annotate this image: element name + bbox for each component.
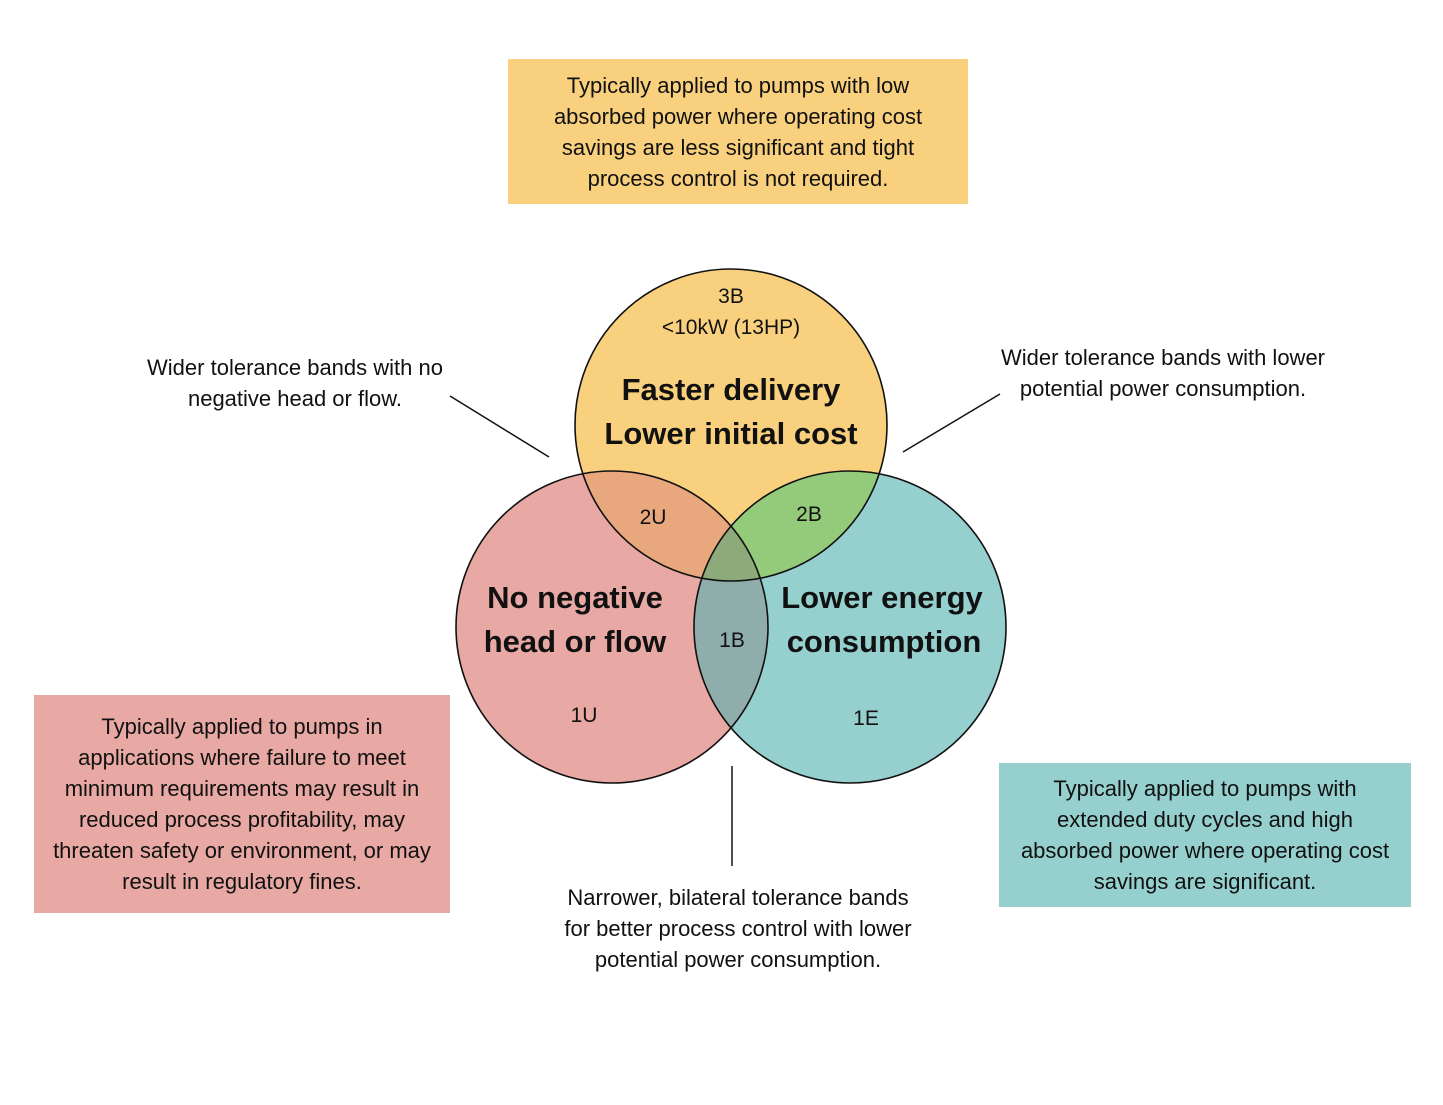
description-box-right-text: Typically applied to pumps with extended…: [1020, 776, 1390, 894]
connector-left: [449, 395, 550, 458]
description-box-left-text: Typically applied to pumps in applicatio…: [53, 714, 431, 894]
overlap-top-right-code: 2B: [796, 503, 822, 526]
overlap-center-code: 1B: [719, 629, 745, 652]
circle-top-sub: <10kW (13HP): [662, 316, 800, 339]
circle-right-outline: [693, 470, 1007, 784]
circle-top-code: 3B: [718, 285, 744, 308]
circle-left-outline: [455, 470, 769, 784]
overlap-top-right: [694, 471, 887, 581]
overlap-top-left-code: 2U: [640, 506, 667, 529]
circle-right-code: 1E: [853, 707, 879, 730]
description-box-top-text: Typically applied to pumps with low abso…: [553, 72, 923, 191]
overlap-top-left: [575, 471, 768, 581]
description-box-left: Typically applied to pumps in applicatio…: [34, 695, 450, 913]
note-left: Wider tolerance bands with no negative h…: [147, 355, 443, 411]
circle-top-outline: [574, 268, 888, 582]
circle-left-title-2: head or flow: [484, 624, 667, 659]
connector-right: [902, 393, 1001, 453]
circle-left-code: 1U: [571, 704, 598, 727]
circle-left-title-1: No negative: [487, 580, 663, 615]
circle-right-title-1: Lower energy: [781, 580, 983, 615]
description-box-right: Typically applied to pumps with extended…: [999, 763, 1411, 907]
description-box-top: Typically applied to pumps with low abso…: [508, 59, 968, 204]
note-right: Wider tolerance bands with lower potenti…: [1000, 345, 1326, 401]
note-bottom: Narrower, bilateral tolerance bands for …: [564, 885, 912, 972]
circle-right-title-2: consumption: [787, 624, 982, 659]
circle-top-title-1: Faster delivery: [622, 372, 842, 407]
circle-top-title-2: Lower initial cost: [604, 416, 857, 451]
